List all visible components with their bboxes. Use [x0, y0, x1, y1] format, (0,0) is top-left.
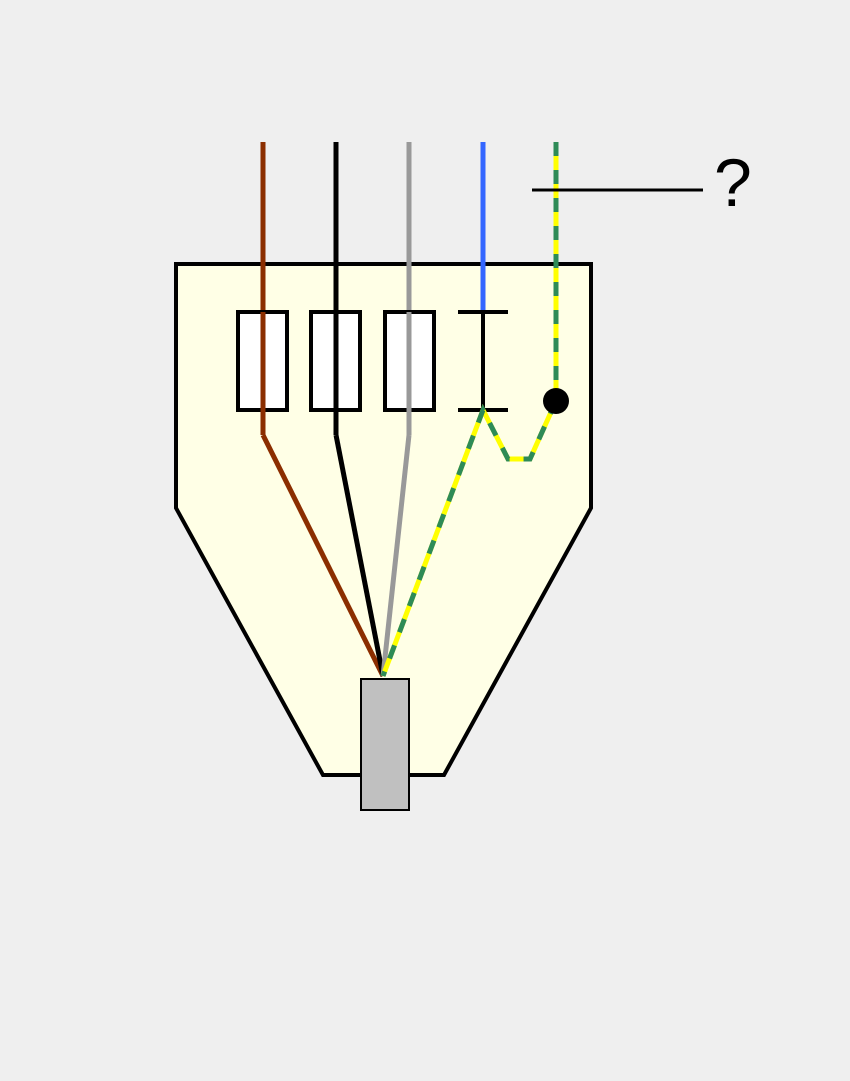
earth-terminal-dot-icon [543, 388, 569, 414]
brown-wire [260, 433, 386, 678]
grey-wire [380, 434, 412, 677]
black-wire [333, 434, 386, 677]
earth-wire-bottom [380, 399, 559, 677]
cable-sheath [360, 678, 410, 811]
callout-question-mark: ? [714, 145, 752, 221]
